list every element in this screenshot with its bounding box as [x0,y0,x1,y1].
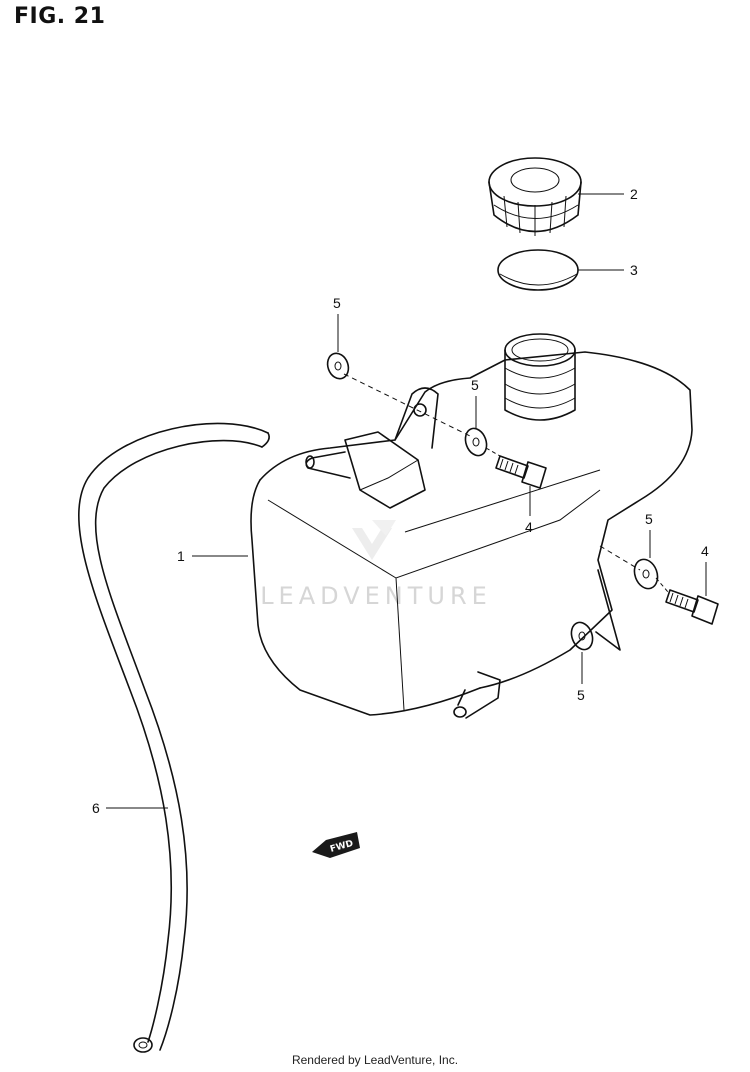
tank-part [250,333,693,719]
watermark-text: LEADVENTURE [260,582,492,610]
callout-cap: 2 [630,186,638,202]
callout-cap-gasket: 3 [630,262,638,278]
cap-gasket-part [497,249,579,291]
hose-part [78,422,270,1053]
callout-washer-lower: 5 [577,687,585,703]
figure-title: FIG. 21 [14,4,106,29]
callout-washer-right: 5 [645,511,653,527]
cap-part [488,157,582,236]
washer-right-part [633,558,659,590]
footer-credit: Rendered by LeadVenture, Inc. [291,1053,459,1067]
washer-lower-part [570,621,594,651]
washer-top-mid-part [464,427,488,457]
washer-top-left-part [326,352,350,380]
callout-washer-top-mid: 5 [471,377,479,393]
fwd-direction-marker: FWD [312,832,360,858]
watermark-logo [352,520,396,560]
callout-hose: 6 [92,800,100,816]
leader-lines [106,193,707,809]
callout-washer-top-left: 5 [333,295,341,311]
callout-bolt-upper: 4 [525,519,533,535]
bolt-upper-part [495,455,547,489]
bolt-right-part [665,589,719,625]
callout-bolt-right: 4 [701,543,709,559]
callout-tank: 1 [177,548,185,564]
